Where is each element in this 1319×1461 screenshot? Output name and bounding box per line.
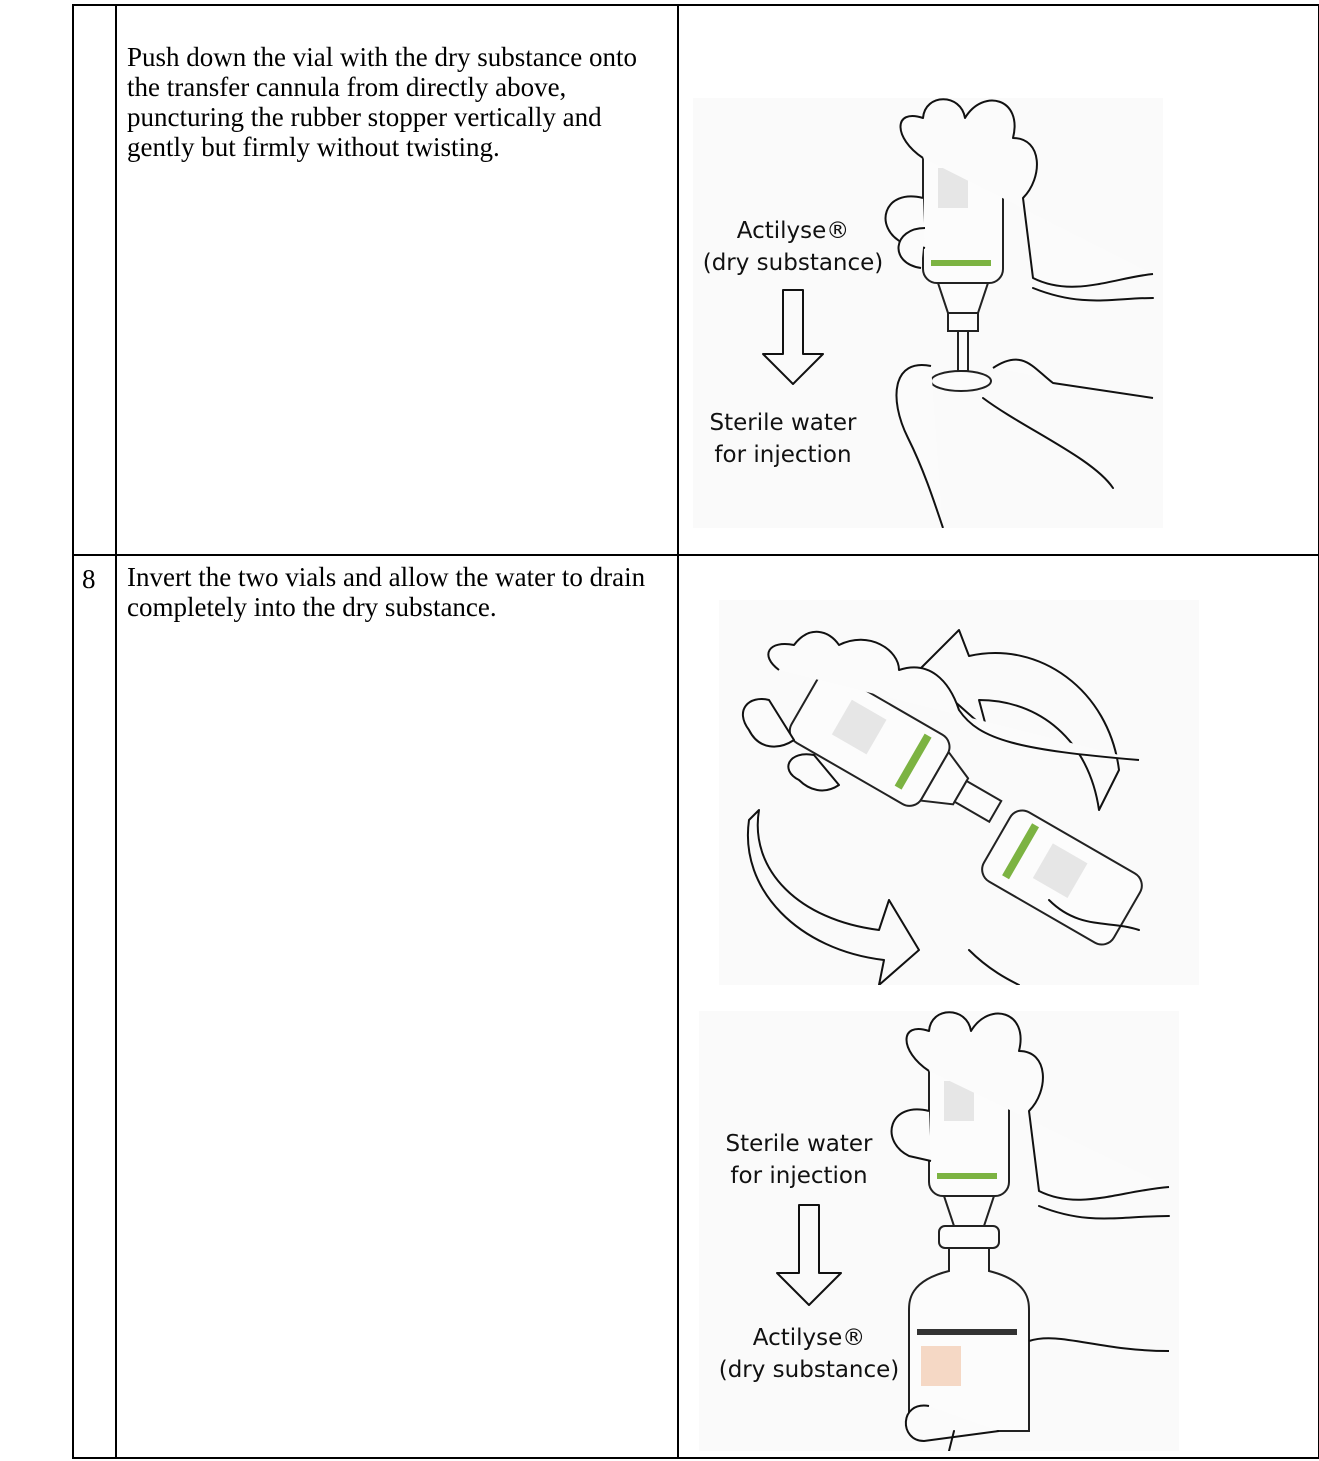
step-number	[74, 6, 115, 12]
figure-label-bottom-2: for injection	[714, 442, 851, 468]
figure-label-top-2: for injection	[730, 1163, 867, 1189]
step-row: Push down the vial with the dry substanc…	[73, 5, 1319, 555]
step-number-cell	[73, 5, 116, 555]
step-text-cell: Push down the vial with the dry substanc…	[116, 5, 678, 555]
figure-label-top-1: Sterile water	[726, 1131, 874, 1157]
step-row: 8 Invert the two vials and allow the wat…	[73, 555, 1319, 1458]
step-figure-cell: Actilyse® (dry substance) Sterile water …	[678, 5, 1319, 555]
step-instruction: Invert the two vials and allow the water…	[117, 556, 677, 622]
figure-label-top-2: (dry substance)	[703, 250, 884, 276]
figure-label-bottom-1: Actilyse®	[753, 1325, 866, 1351]
figure-label-bottom-2: (dry substance)	[719, 1357, 900, 1383]
figure-label-bottom-1: Sterile water	[710, 410, 858, 436]
step-number: 8	[74, 556, 115, 596]
step-instruction: Push down the vial with the dry substanc…	[117, 6, 677, 162]
step-number-cell: 8	[73, 555, 116, 1458]
vial-transfer-illustration: Sterile water for injection Actilyse® (d…	[699, 1011, 1179, 1451]
vial-transfer-illustration: Actilyse® (dry substance) Sterile water …	[693, 98, 1163, 528]
step-text-cell: Invert the two vials and allow the water…	[116, 555, 678, 1458]
figure-label-top-1: Actilyse®	[737, 218, 850, 244]
invert-vials-illustration	[719, 600, 1199, 985]
step-figure-cell: Sterile water for injection Actilyse® (d…	[678, 555, 1319, 1458]
instruction-table: Push down the vial with the dry substanc…	[72, 4, 1319, 1459]
